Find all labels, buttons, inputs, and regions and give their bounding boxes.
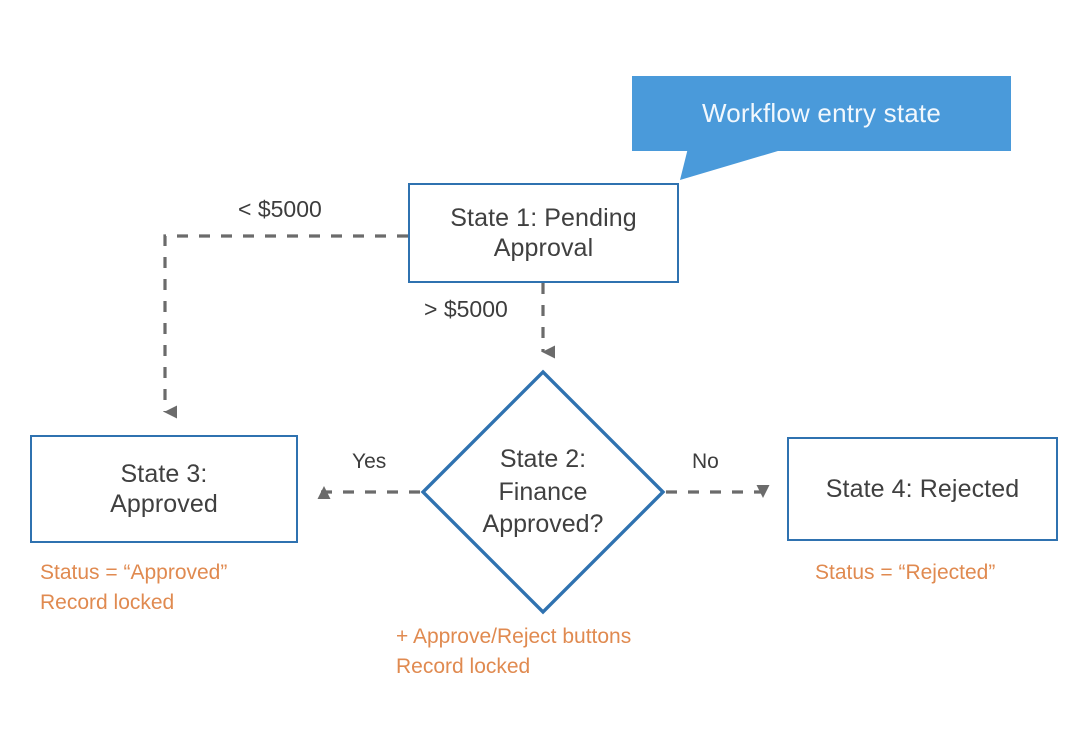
node-state2-label: State 2: Finance Approved? [482, 445, 604, 539]
note-state3-approved: Status = “Approved” Record locked [40, 561, 228, 614]
note-state2-buttons: + Approve/Reject buttons Record locked [396, 625, 632, 678]
edge-label-greater-than-5000: > $5000 [424, 296, 508, 322]
edge-label-yes: Yes [352, 450, 387, 473]
callout-workflow-entry-state: Workflow entry state [632, 76, 1011, 151]
node-state3-label: State 3: Approved [110, 459, 218, 519]
edge-label-no: No [692, 450, 719, 473]
node-state4-rejected[interactable]: State 4: Rejected [787, 437, 1058, 541]
note-state4-rejected: Status = “Rejected” [815, 561, 996, 584]
node-state3-approved[interactable]: State 3: Approved [30, 435, 298, 543]
node-state2-finance-approved[interactable]: State 2: Finance Approved? [420, 369, 666, 615]
node-state1-label: State 1: Pending Approval [450, 203, 637, 263]
callout-tail-icon [680, 148, 788, 180]
diamond-shape-icon [420, 369, 666, 615]
edge-label-less-than-5000: < $5000 [238, 196, 322, 222]
node-state4-label: State 4: Rejected [825, 474, 1020, 503]
edge-state1-to-state3 [163, 234, 408, 419]
callout-label: Workflow entry state [701, 98, 942, 128]
node-state1-pending-approval[interactable]: State 1: Pending Approval [408, 183, 679, 283]
